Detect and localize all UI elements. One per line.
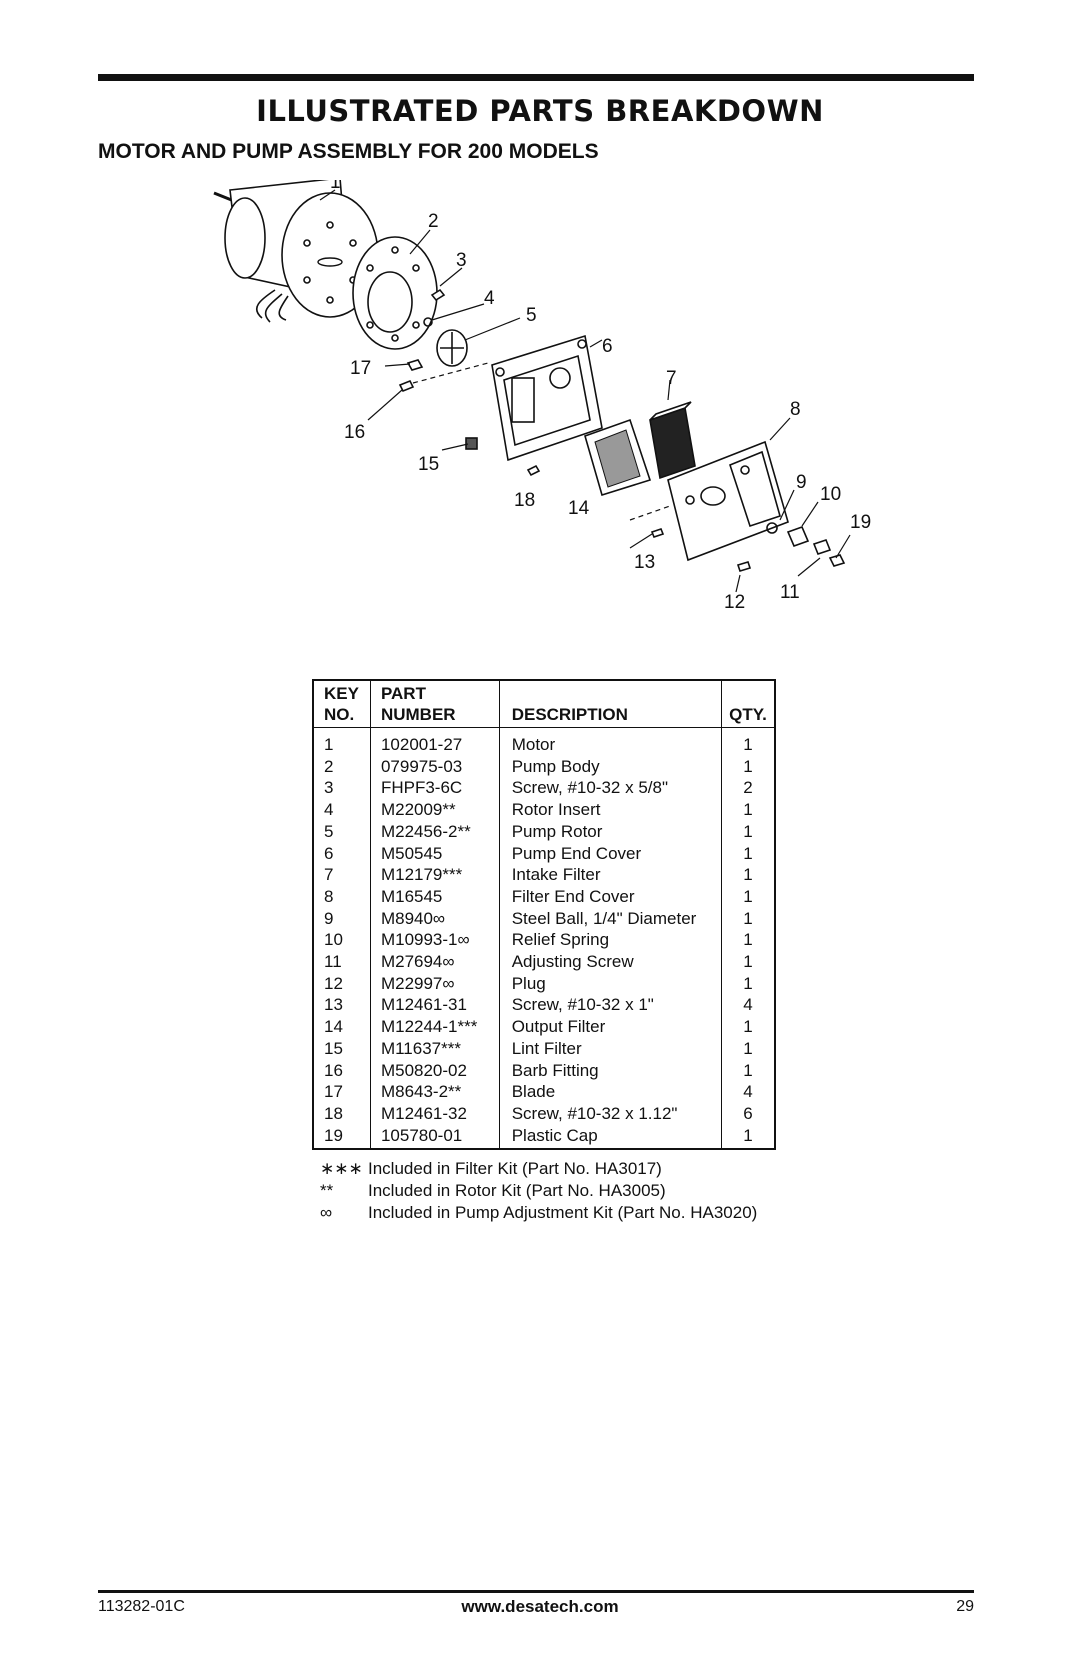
callout-3: 3 <box>456 250 467 271</box>
website-link[interactable]: www.desatech.com <box>461 1597 619 1616</box>
header-rule <box>98 74 974 81</box>
callout-4: 4 <box>484 288 495 309</box>
footer-rule <box>98 1590 974 1593</box>
motor-drawing <box>213 180 379 323</box>
callout-6: 6 <box>602 336 613 357</box>
callout-15: 15 <box>418 454 439 475</box>
callout-19: 19 <box>850 512 871 533</box>
callout-12: 12 <box>724 592 745 613</box>
header-description: DESCRIPTION <box>499 680 723 728</box>
section-subtitle: MOTOR AND PUMP ASSEMBLY FOR 200 MODELS <box>98 140 599 163</box>
callout-9: 9 <box>796 472 807 493</box>
page-number: 29 <box>956 1598 974 1615</box>
footnote-rotor-kit: ** Included in Rotor Kit (Part No. HA300… <box>320 1181 666 1200</box>
callout-18: 18 <box>514 490 535 511</box>
filter-end-cover-drawing <box>667 440 789 562</box>
footnote-filter-kit: ∗∗∗ Included in Filter Kit (Part No. HA3… <box>320 1159 662 1178</box>
footnote-pump-adjustment-kit: ∞ Included in Pump Adjustment Kit (Part … <box>320 1203 758 1222</box>
document-number: 113282-01C <box>98 1598 185 1615</box>
pump-body-drawing <box>352 236 438 350</box>
callout-1: 1 <box>330 180 341 193</box>
footnotes: ∗∗∗ Included in Filter Kit (Part No. HA3… <box>320 1158 757 1224</box>
callout-10: 10 <box>820 484 841 505</box>
callout-13: 13 <box>634 552 655 573</box>
callout-5: 5 <box>526 305 537 326</box>
callout-8: 8 <box>790 399 801 420</box>
callout-7: 7 <box>666 368 677 389</box>
callout-16: 16 <box>344 422 365 443</box>
screw-3-drawing <box>430 288 446 302</box>
pump-end-cover-drawing <box>491 334 603 462</box>
callout-17: 17 <box>350 358 371 379</box>
callout-11: 11 <box>780 582 800 603</box>
header-qty: QTY. <box>721 680 775 728</box>
callout-2: 2 <box>428 211 439 232</box>
callout-14: 14 <box>568 498 590 519</box>
exploded-parts-diagram: 1 2 3 4 5 6 7 8 9 10 19 17 16 15 18 14 1… <box>190 180 930 650</box>
page-title: ILLUSTRATED PARTS BREAKDOWN <box>256 94 824 128</box>
